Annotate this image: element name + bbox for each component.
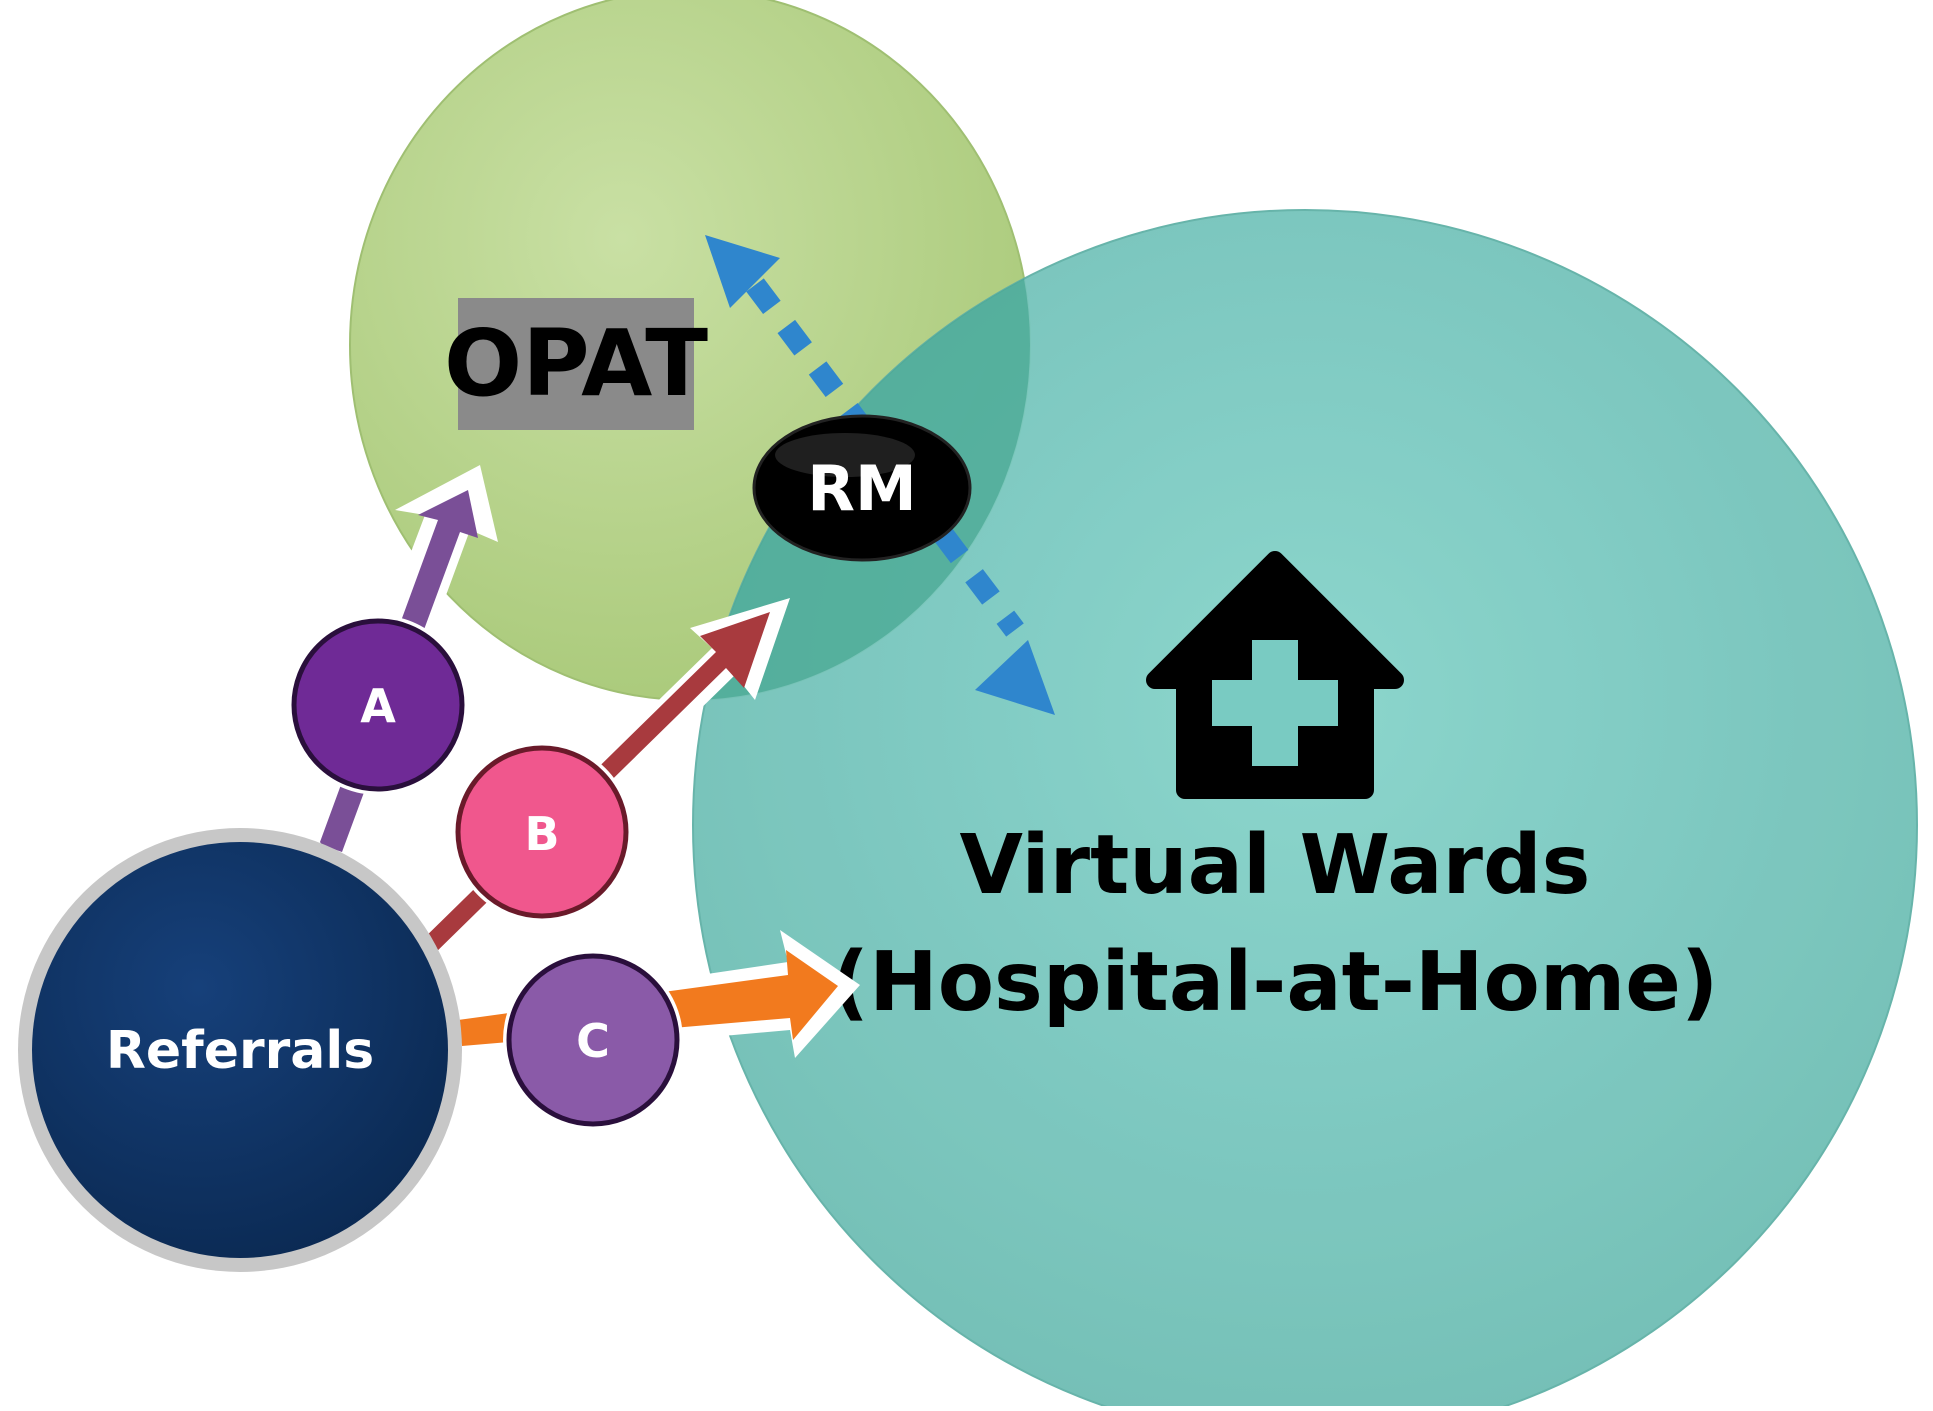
pathway-label-b: B <box>524 807 559 861</box>
house-medical-icon <box>1146 551 1404 799</box>
virtual-wards-title: Virtual Wards <box>960 818 1591 913</box>
virtual-wards-subtitle: (Hospital-at-Home) <box>832 935 1719 1030</box>
pathway-label-a: A <box>360 679 396 733</box>
rm-node: RM <box>752 414 972 562</box>
referrals-label: Referrals <box>106 1021 374 1081</box>
referrals-node: Referrals <box>18 828 462 1272</box>
pathway-label-c: C <box>576 1014 610 1068</box>
pathway-node-c: C <box>503 950 683 1130</box>
link-arrowhead-opat <box>705 235 780 308</box>
link-arrowhead-virtual-wards <box>975 640 1055 715</box>
opat-label-text: OPAT <box>444 310 708 417</box>
virtual-wards-circle <box>692 209 1918 1411</box>
pathway-node-a: A <box>288 615 468 795</box>
pathway-node-b: B <box>452 742 632 922</box>
rm-label: RM <box>807 452 916 525</box>
opat-label: OPAT <box>444 298 708 430</box>
